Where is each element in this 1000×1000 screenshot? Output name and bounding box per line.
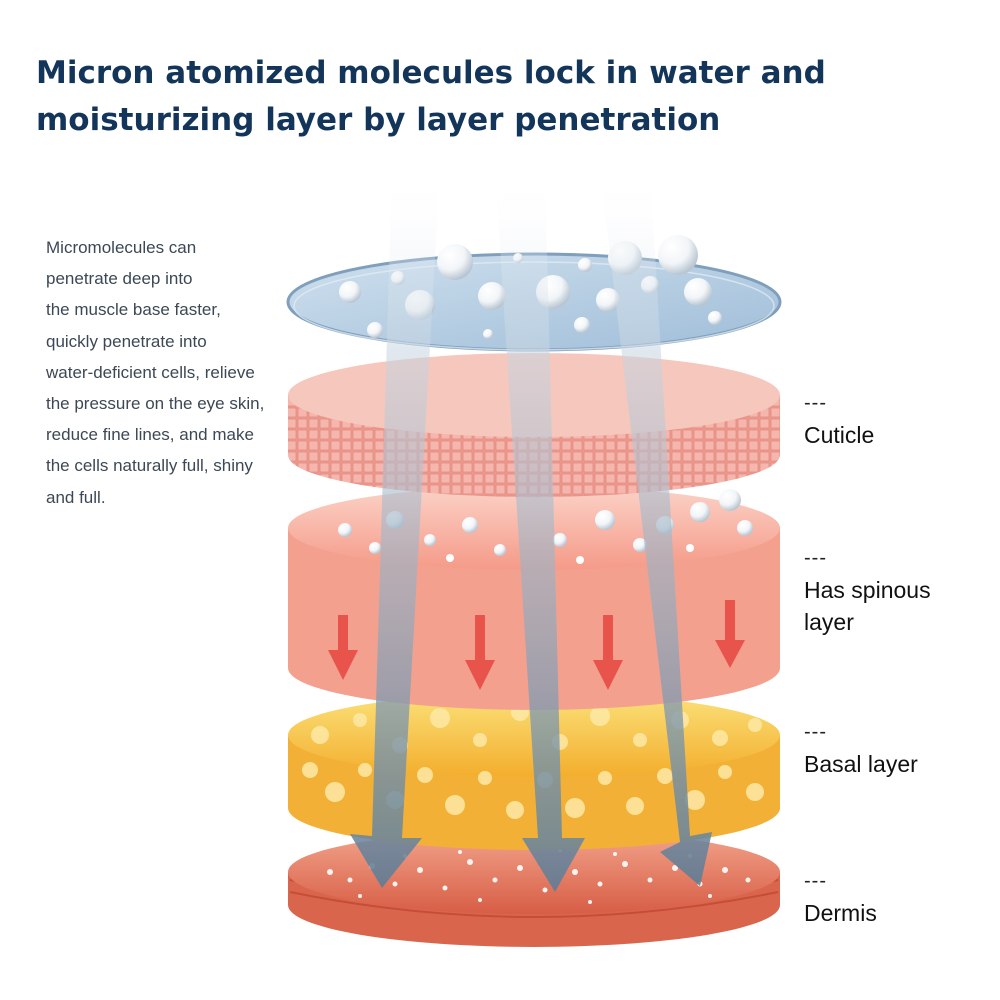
description-line: Micromolecules can (46, 238, 197, 257)
description-text: Micromolecules can penetrate deep into t… (46, 232, 331, 513)
description-line: and full. (46, 487, 106, 507)
penetration-arrow-icon (600, 170, 712, 886)
layer-label-dermis: --- Dermis (804, 865, 1000, 929)
layer-name: Has spinous layer (804, 577, 931, 635)
down-arrow-icon (465, 615, 495, 690)
label-dash: --- (804, 721, 827, 743)
label-dash: --- (804, 870, 827, 892)
penetration-arrow-icon (495, 170, 585, 892)
layer-label-cuticle: --- Cuticle (804, 387, 1000, 451)
penetration-arrow-icon (350, 170, 440, 888)
down-arrow-icons (328, 600, 745, 690)
down-arrow-icon (593, 615, 623, 690)
description-line: the muscle base faster, (46, 300, 221, 320)
layer-label-basal: --- Basal layer (804, 716, 1000, 780)
layer-name: Cuticle (804, 422, 875, 448)
label-dash: --- (804, 392, 827, 414)
spinous-particles (338, 489, 753, 564)
down-arrow-icon (328, 615, 358, 680)
layer-name: Basal layer (804, 751, 918, 777)
description-line: the pressure on the eye skin, (46, 394, 265, 414)
title-line-2: moisturizing layer by layer penetration (36, 102, 721, 138)
description-line: water-deficient cells, relieve (46, 362, 255, 382)
description-line: quickly penetrate into (46, 331, 207, 351)
penetration-arrows (350, 170, 712, 892)
dermis-particles (327, 848, 751, 904)
layer-label-spinous: --- Has spinous layer (804, 542, 1000, 638)
label-dash: --- (804, 547, 827, 569)
layer-name: Dermis (804, 900, 877, 926)
page-title: Micron atomized molecules lock in water … (36, 50, 976, 144)
description-line: reduce fine lines, and make (46, 425, 254, 445)
description-line: penetrate deep into (46, 269, 193, 289)
down-arrow-icon (715, 600, 745, 668)
description-line: the cells naturally full, shiny (46, 456, 253, 476)
title-line-1: Micron atomized molecules lock in water … (36, 55, 826, 91)
